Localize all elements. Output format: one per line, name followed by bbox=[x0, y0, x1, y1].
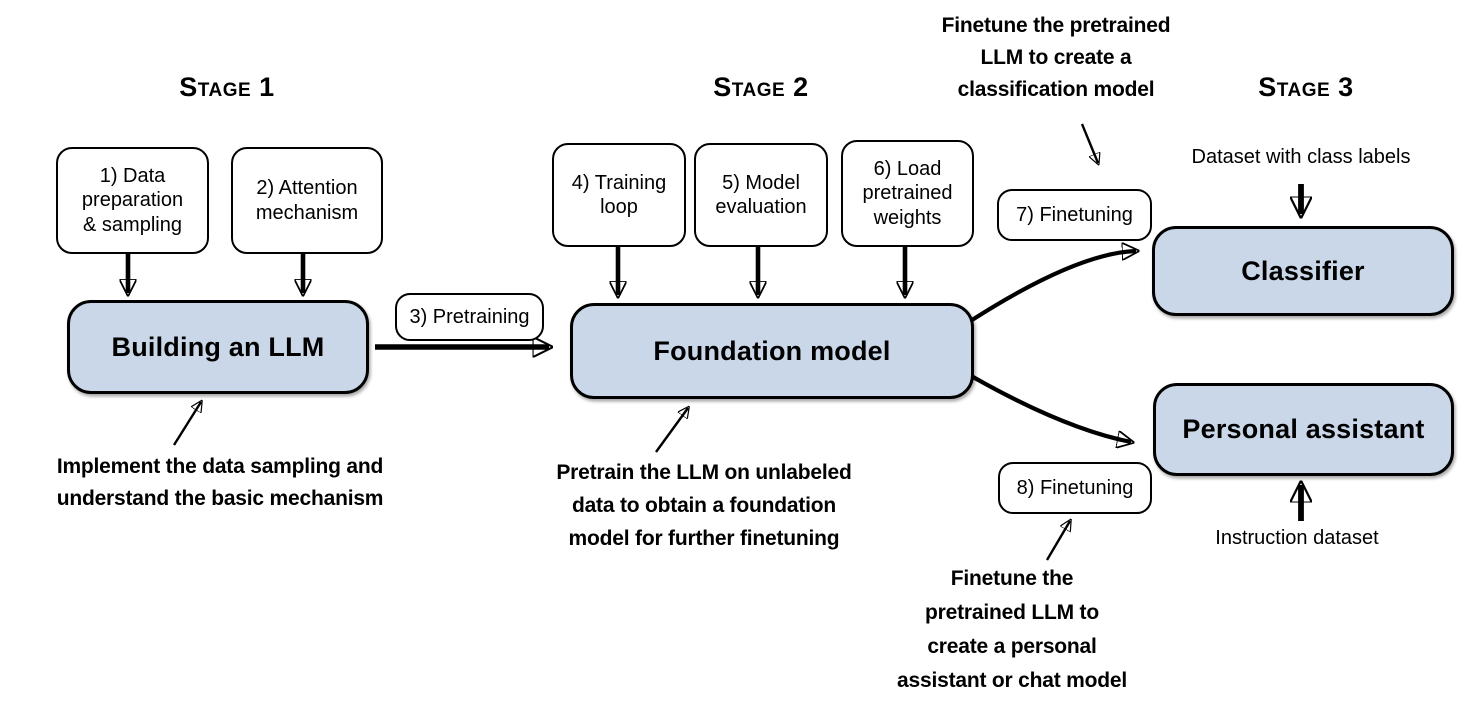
box-training-loop: 4) Training loop bbox=[552, 143, 686, 247]
arrow-annotation-to-finetuning8 bbox=[1045, 521, 1070, 561]
annotation-stage2: Pretrain the LLM on unlabeled data to ob… bbox=[556, 461, 852, 550]
pill-finetuning-8: 8) Finetuning bbox=[998, 462, 1152, 514]
pill-pretraining: 3) Pretraining bbox=[395, 293, 544, 341]
label-dataset-with-class-labels: Dataset with class labels bbox=[1191, 146, 1411, 168]
arrow-annotation-to-finetuning7 bbox=[1080, 123, 1098, 163]
box-load-pretrained-weights: 6) Load pretrained weights bbox=[841, 140, 974, 247]
box-attention-mechanism: 2) Attention mechanism bbox=[231, 147, 383, 254]
box-data-preparation: 1) Data preparation & sampling bbox=[56, 147, 209, 254]
stage-3-title: Stage 3 bbox=[1258, 72, 1354, 102]
pill-finetuning-7: 7) Finetuning bbox=[997, 189, 1152, 241]
annotation-classification-finetune: Finetune the pretrained LLM to create a … bbox=[941, 14, 1171, 101]
box-foundation-model: Foundation model bbox=[570, 303, 974, 399]
annotation-stage1: Implement the data sampling and understa… bbox=[56, 455, 384, 510]
arrow-foundation-to-personal-assistant bbox=[971, 375, 1131, 442]
box-building-an-llm: Building an LLM bbox=[67, 300, 369, 394]
annotation-assistant-finetune: Finetune the pretrained LLM to create a … bbox=[897, 567, 1127, 692]
arrow-foundation-to-classifier bbox=[970, 251, 1136, 322]
arrow-annotation-to-building bbox=[172, 402, 201, 446]
arrow-annotation-to-foundation bbox=[655, 408, 688, 453]
box-personal-assistant: Personal assistant bbox=[1153, 383, 1454, 476]
stage-2-title: Stage 2 bbox=[713, 72, 809, 102]
box-model-evaluation: 5) Model evaluation bbox=[694, 143, 828, 247]
stage-1-title: Stage 1 bbox=[179, 72, 275, 102]
box-classifier: Classifier bbox=[1152, 226, 1454, 316]
label-instruction-dataset: Instruction dataset bbox=[1215, 527, 1379, 549]
